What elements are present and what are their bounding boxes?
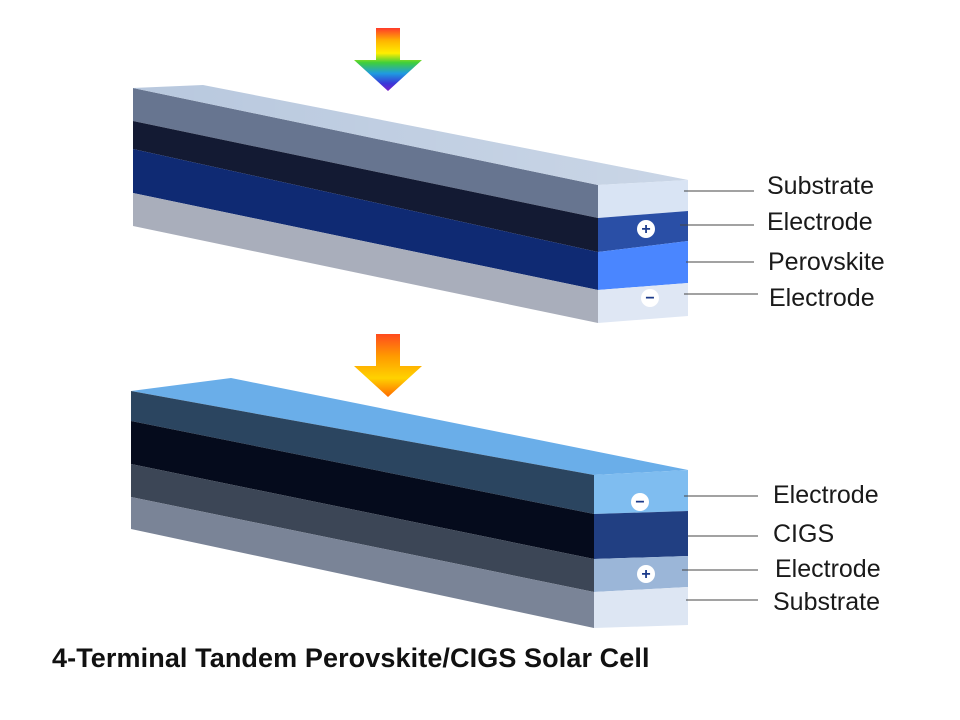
label-bottom-cigs: CIGS — [773, 520, 834, 548]
top-minus-terminal-icon: − — [641, 289, 659, 307]
top-substrate-side — [133, 88, 598, 218]
bottom-electrode-minus-end — [594, 470, 688, 514]
bottom-cigs-end — [594, 511, 688, 559]
label-top-substrate: Substrate — [767, 172, 874, 200]
svg-text:+: + — [641, 221, 650, 238]
bottom-electrode-minus-side — [131, 391, 594, 514]
bottom-electrode-top — [131, 378, 688, 475]
bottom-electrode-plus-side — [131, 464, 594, 592]
diagram-title: 4-Terminal Tandem Perovskite/CIGS Solar … — [52, 643, 650, 673]
top-electrode-plus-side — [133, 121, 598, 252]
bottom-substrate-end — [594, 587, 688, 628]
bottom-substrate-side — [131, 497, 594, 628]
svg-text:+: + — [641, 566, 650, 583]
bottom-cigs-side — [131, 421, 594, 559]
top-substrate-end — [598, 180, 688, 218]
bottom-plus-terminal-icon: + — [637, 565, 655, 583]
label-bottom-electrode-plus: Electrode — [775, 555, 881, 583]
label-bottom-substrate: Substrate — [773, 588, 880, 616]
label-top-electrode-plus: Electrode — [767, 208, 873, 236]
label-top-perovskite: Perovskite — [768, 248, 885, 276]
bottom-cigs-cell: − + Electrode CIGS Electrode Substrate — [131, 378, 881, 628]
top-plus-terminal-icon: + — [637, 220, 655, 238]
label-top-electrode-minus: Electrode — [769, 284, 875, 312]
svg-text:−: − — [635, 494, 644, 511]
top-perovskite-cell: + − Substrate Electrode Perovskite Elect… — [133, 85, 885, 323]
svg-text:−: − — [645, 290, 654, 307]
top-perovskite-end — [598, 241, 688, 290]
full-spectrum-light-arrow-icon — [354, 28, 422, 91]
filtered-light-arrow-icon — [354, 334, 422, 397]
top-perovskite-side — [133, 149, 598, 290]
top-electrode-minus-side — [133, 193, 598, 323]
bottom-minus-terminal-icon: − — [631, 493, 649, 511]
label-bottom-electrode-minus: Electrode — [773, 481, 879, 509]
